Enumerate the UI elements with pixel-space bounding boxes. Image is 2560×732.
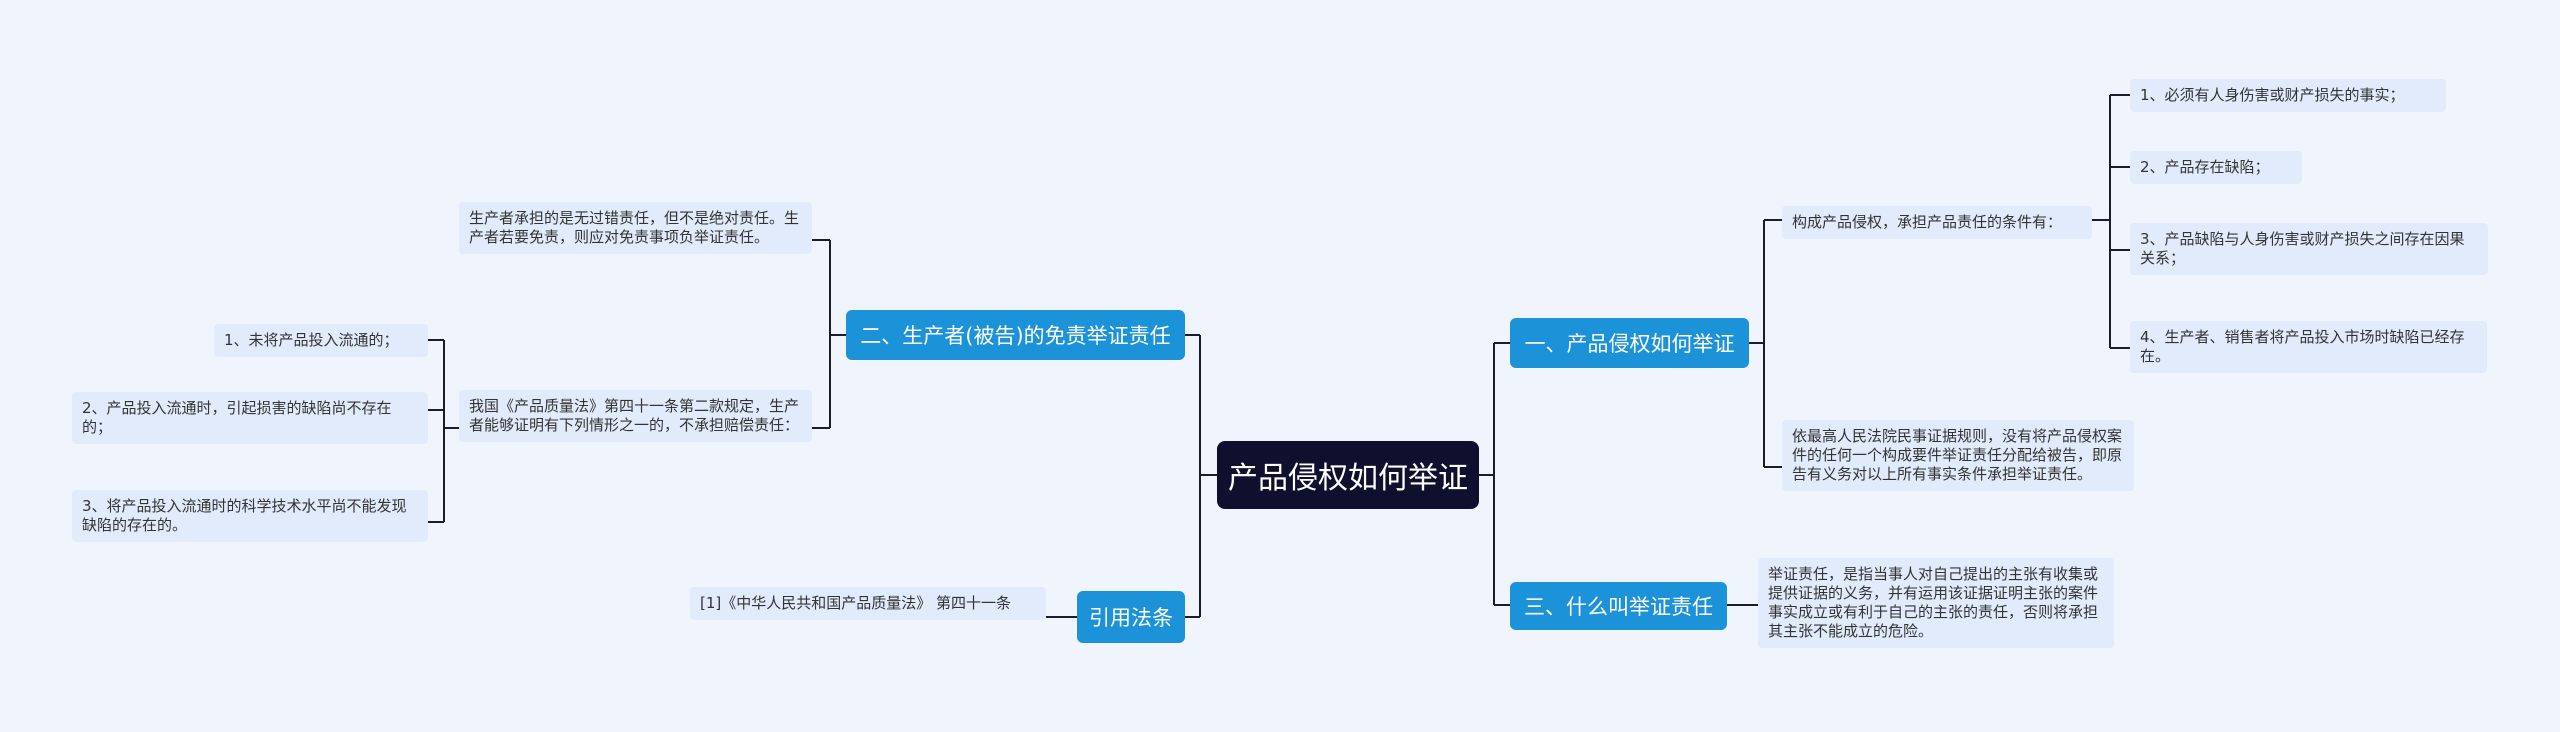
leaf-exemption-3[interactable]: 3、将产品投入流通时的科学技术水平尚不能发现缺陷的存在的。: [72, 490, 428, 542]
leaf-condition-2[interactable]: 2、产品存在缺陷；: [2130, 151, 2302, 184]
leaf-law-citation[interactable]: [1]《中华人民共和国产品质量法》 第四十一条: [690, 587, 1046, 620]
connector-law: [428, 339, 459, 523]
root-node[interactable]: 产品侵权如何举证: [1217, 441, 1479, 509]
leaf-exemption-1[interactable]: 1、未将产品投入流通的；: [214, 324, 428, 357]
leaf-burden-definition[interactable]: 举证责任，是指当事人对自己提出的主张有收集或提供证据的义务，并有运用该证据证明主…: [1758, 558, 2114, 648]
leaf-exemption-2[interactable]: 2、产品投入流通时，引起损害的缺陷尚不存在的；: [72, 392, 428, 444]
connector-root-left: [1185, 334, 1217, 618]
connector-root-right: [1479, 342, 1510, 606]
leaf-no-fault-liability[interactable]: 生产者承担的是无过错责任，但不是绝对责任。生产者若要免责，则应对免责事项负举证责…: [459, 202, 812, 254]
connector-b2: [812, 239, 846, 429]
leaf-condition-1[interactable]: 1、必须有人身伤害或财产损失的事实；: [2130, 79, 2446, 112]
branch-cited-law[interactable]: 引用法条: [1077, 591, 1185, 643]
leaf-quality-law-article[interactable]: 我国《产品质量法》第四十一条第二款规定，生产者能够证明有下列情形之一的，不承担赔…: [459, 390, 812, 442]
branch-burden-of-proof[interactable]: 三、什么叫举证责任: [1510, 582, 1727, 630]
leaf-conditions[interactable]: 构成产品侵权，承担产品责任的条件有：: [1782, 206, 2092, 239]
branch-product-infringement-proof[interactable]: 一、产品侵权如何举证: [1510, 318, 1749, 368]
leaf-condition-4[interactable]: 4、生产者、销售者将产品投入市场时缺陷已经存在。: [2130, 321, 2487, 373]
leaf-condition-3[interactable]: 3、产品缺陷与人身伤害或财产损失之间存在因果关系；: [2130, 223, 2488, 275]
connector-b1: [1749, 219, 1782, 468]
connector-conditions: [2092, 94, 2130, 349]
branch-producer-exemption[interactable]: 二、生产者(被告)的免责举证责任: [846, 310, 1185, 360]
leaf-evidence-rule[interactable]: 依最高人民法院民事证据规则，没有将产品侵权案件的任何一个构成要件举证责任分配给被…: [1782, 420, 2134, 491]
